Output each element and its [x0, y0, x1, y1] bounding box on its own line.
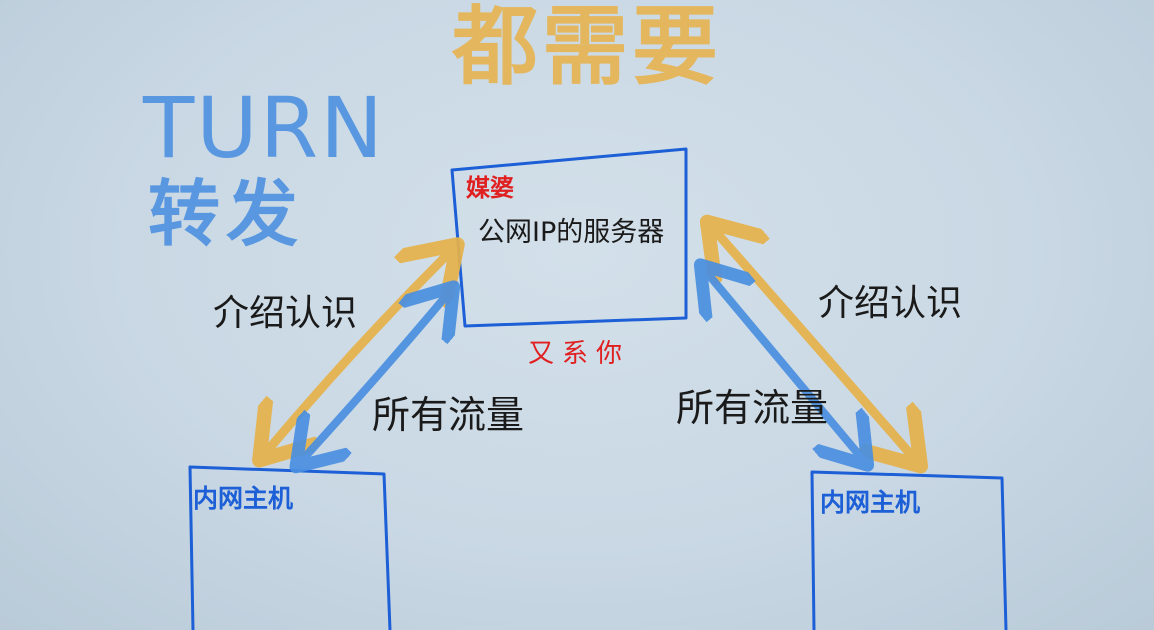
introduce-label-left: 介绍认识 [213, 293, 358, 334]
host-label-left: 内网主机 [193, 484, 294, 513]
host-label-right: 内网主机 [820, 488, 921, 517]
server-role-label: 媒婆 [466, 174, 514, 202]
turn-title: TURN [143, 79, 385, 177]
turn-subtitle: 转发 [148, 172, 305, 256]
traffic-arrow-right [708, 274, 860, 456]
traffic-label-left: 所有流量 [372, 393, 525, 437]
traffic-label-right: 所有流量 [676, 386, 829, 430]
introduce-label-right: 介绍认识 [818, 283, 963, 324]
host-box-left [188, 465, 392, 630]
traffic-arrow-left [304, 296, 446, 458]
contact-note: 又系你 [528, 339, 631, 369]
host-box-right [810, 470, 1008, 630]
server-description: 公网IP的服务器 [478, 217, 665, 248]
diagram-title: 都需要 [452, 0, 722, 97]
